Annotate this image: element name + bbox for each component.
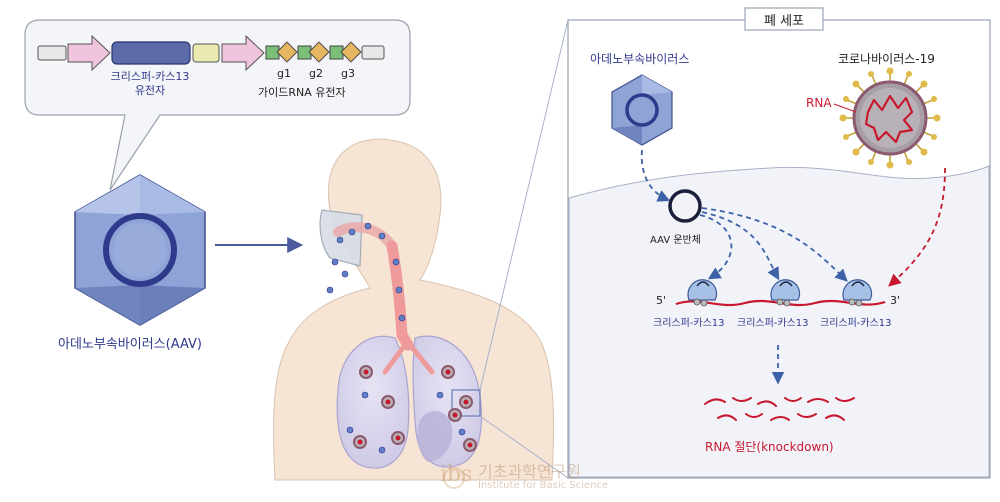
guide-label-g2: g2 (309, 67, 323, 80)
cell-membrane (568, 165, 990, 478)
panel-aav-label: 아데노부속바이러스 (590, 52, 690, 66)
five-prime-label: 5' (656, 294, 667, 307)
arrow-vector-to-cas13-2 (701, 211, 780, 281)
cas13-gene-label-line1: 크리스퍼-카스13 (110, 70, 190, 83)
gene-construct-bubble (24, 19, 411, 191)
heart (417, 411, 453, 462)
cas13-label-1: 크리스퍼-카스13 (653, 318, 725, 329)
promoter-block (37, 45, 67, 61)
arrow-vector-to-cas13-1 (699, 214, 733, 280)
aav-main-label: 아데노부속바이러스(AAV) (58, 337, 202, 352)
rna-label: RNA (806, 96, 832, 110)
cas13-gene-label: 크리스퍼-카스13 유전자 (110, 70, 190, 98)
panel-title-box (744, 7, 824, 31)
promoter-arrow (67, 34, 111, 72)
coronavirus-particle (839, 67, 941, 169)
knockdown-label: RNA 절단(knockdown) (705, 440, 834, 454)
panel-title: 폐 세포 (763, 14, 804, 29)
viral-rna-strand (864, 94, 914, 144)
guide-g2-diamond (308, 41, 330, 63)
guide-g1-diamond (276, 41, 298, 63)
arrow-virus-to-rna (888, 167, 946, 287)
human-body (273, 19, 569, 481)
aav-vector-label: AAV 운반체 (650, 235, 701, 246)
rna-pointer-line (833, 103, 857, 113)
cas13-label-2: 크리스퍼-카스13 (737, 318, 809, 329)
trachea (386, 240, 414, 351)
zoom-region (451, 389, 481, 417)
guide-label-g1: g1 (277, 67, 291, 80)
watermark-logo-text: ibs (440, 462, 473, 487)
lung-cell-panel (567, 7, 991, 479)
arrow-aav-to-vector (640, 149, 671, 202)
watermark-org-korean: 기초과학연구원 (478, 462, 582, 481)
cas13-complex-1 (687, 279, 718, 307)
virus-particles-lung (353, 365, 477, 452)
cas13-label-3: 크리스퍼-카스13 (820, 318, 892, 329)
right-lung (336, 335, 410, 469)
covid-label: 코로나바이러스-19 (838, 52, 935, 66)
arrow-vector-to-cas13-3 (701, 207, 848, 282)
guide-rna-gene-label: 가이드RNA 유전자 (258, 86, 346, 99)
cas13-complex-3 (842, 279, 873, 307)
aav-particles-airway (326, 222, 466, 454)
terminator-block (192, 43, 220, 63)
three-prime-label: 3' (890, 294, 901, 307)
ibs-logo-watermark (443, 467, 465, 489)
guide-label-g3: g3 (341, 67, 355, 80)
guide-g3-diamond (340, 41, 362, 63)
cas13-complex-2 (770, 279, 801, 307)
aav-vector-circle (668, 189, 702, 223)
watermark-org-english: Institute for Basic Science (478, 480, 609, 491)
aav-capsid-small (611, 74, 673, 146)
u6-promoter-arrow (221, 34, 265, 72)
aav-capsid-large (74, 174, 206, 326)
cas13-gene-block (111, 41, 191, 65)
cas13-gene-label-line2: 유전자 (134, 84, 166, 97)
end-block (361, 45, 385, 60)
cut-rna-fragments (704, 397, 855, 421)
